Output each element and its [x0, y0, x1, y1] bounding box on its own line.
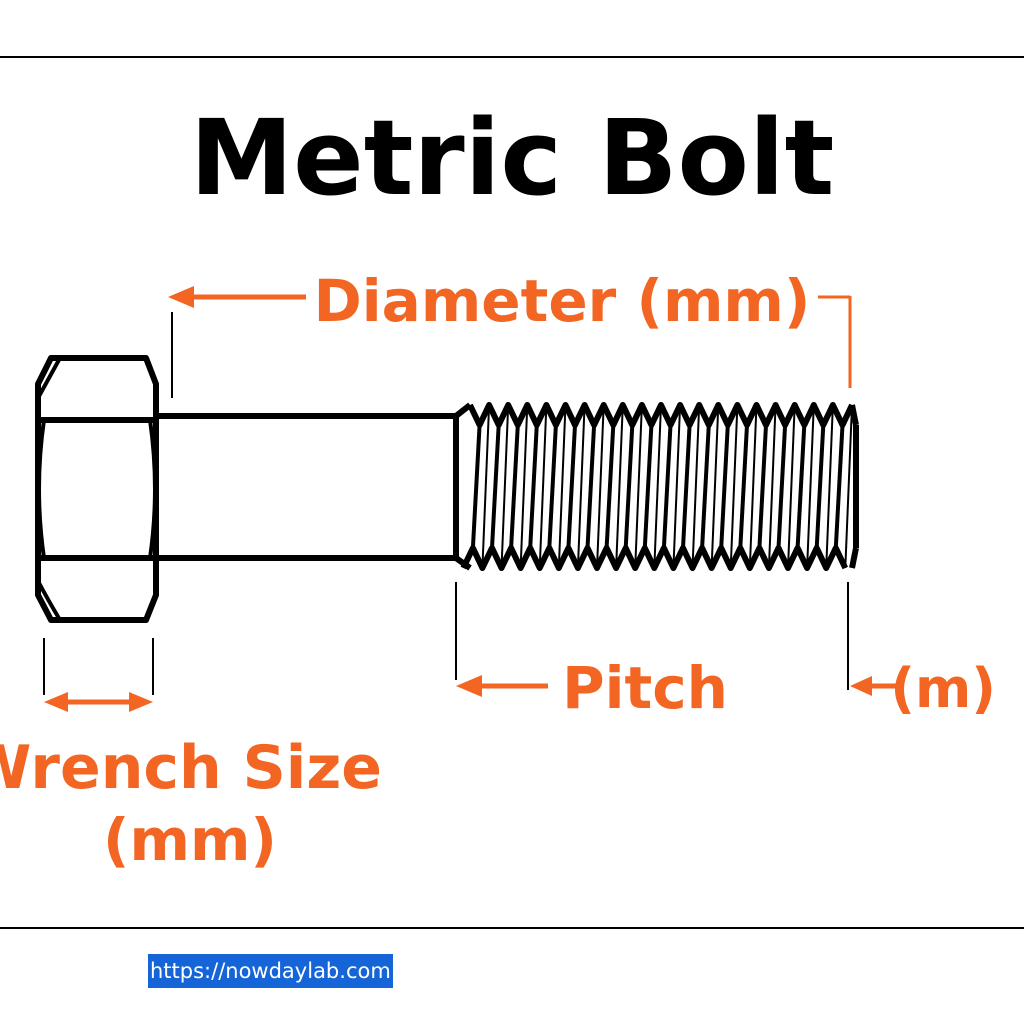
thread-root-line: [470, 424, 482, 549]
thread-crest-line: [767, 404, 777, 569]
thread-root-line: [585, 424, 597, 549]
thread-crest-line: [615, 404, 624, 569]
thread-crest-line: [825, 404, 834, 569]
thread-root-line: [490, 424, 501, 549]
thread-root-line: [509, 424, 520, 549]
thread-root-line: [681, 424, 692, 549]
thread-crest-line: [806, 404, 815, 569]
thread-root-line: [776, 424, 788, 549]
thread-root-line: [833, 424, 845, 549]
wrench-size-label: Wrench Size: [0, 733, 382, 803]
thread-crest-line: [691, 404, 701, 569]
thread-root-line: [814, 424, 826, 549]
bolt-shank: [153, 413, 459, 561]
length-label: (m): [890, 657, 996, 720]
thread-crest-line: [844, 404, 853, 569]
wrench-arrowhead-left: [44, 692, 68, 712]
thread-root-line: [547, 424, 558, 549]
thread-root-line: [661, 424, 673, 549]
source-url-link[interactable]: https://nowdaylab.com: [148, 954, 393, 988]
thread-root-line: [757, 424, 768, 549]
thread-root-line: [604, 424, 616, 549]
page-title: Metric Bolt: [190, 97, 835, 219]
thread-root-line: [566, 424, 577, 549]
pitch-label: Pitch: [562, 654, 728, 722]
thread-crest-line: [710, 404, 720, 569]
wrench-size-unit-label: (mm): [103, 806, 277, 874]
thread-root-line: [719, 424, 730, 549]
thread-root-line: [642, 424, 654, 549]
thread-crest-line: [538, 404, 548, 569]
thread-crest-line: [481, 404, 491, 569]
thread-crest-line: [596, 404, 605, 569]
thread-crest-line: [500, 404, 510, 569]
bolt-head: [35, 355, 159, 623]
thread-root-line: [795, 424, 807, 549]
thread-root-line: [623, 424, 635, 549]
thread-root-line: [738, 424, 749, 549]
thread-root-line: [700, 424, 711, 549]
hex-bolt-icon: [35, 355, 859, 623]
dimension-arrows: [44, 286, 898, 712]
thread-crest-line: [634, 404, 643, 569]
thread-crest-line: [519, 404, 529, 569]
thread-crest-line: [576, 404, 586, 569]
thread-crest-line: [557, 404, 567, 569]
bolt-threads: [454, 402, 859, 571]
length-arrowhead: [850, 676, 872, 696]
dimension-annotations: [43, 296, 852, 695]
diameter-arrowhead: [168, 286, 194, 308]
thread-crest-line: [729, 404, 739, 569]
pitch-arrowhead: [456, 675, 482, 697]
thread-crest-line: [787, 404, 796, 569]
thread-crest-line: [653, 404, 662, 569]
thread-root-line: [528, 424, 539, 549]
wrench-arrowhead-right: [129, 692, 153, 712]
diameter-label: Diameter (mm): [314, 267, 811, 335]
thread-crest-line: [672, 404, 682, 569]
thread-crest-line: [748, 404, 758, 569]
